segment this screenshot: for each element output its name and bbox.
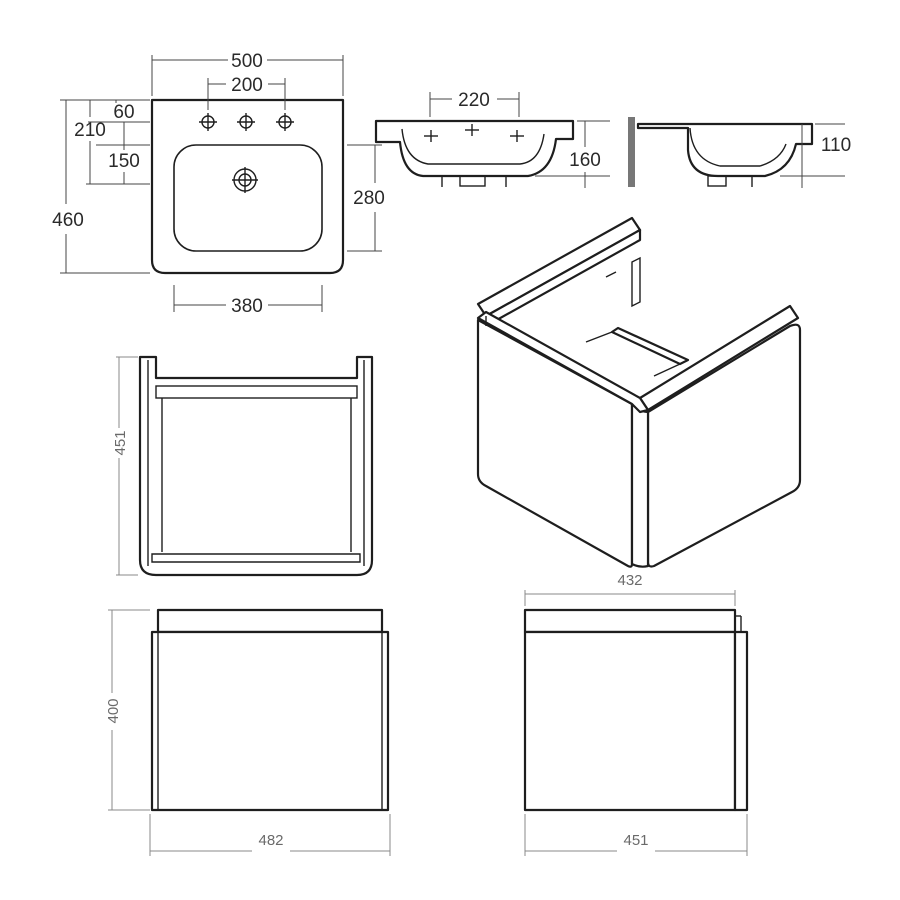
unit-side-top: [523, 608, 737, 634]
dim-lip-height: 110: [821, 135, 851, 156]
iso-front-face: [646, 323, 802, 568]
dim-unit-height: 400: [105, 698, 122, 723]
dim-tap-offset: 210: [74, 120, 106, 141]
basin-front-inner: [401, 128, 545, 165]
unit-front-body: [150, 630, 390, 812]
basin-top-view: 500 200 460 210 60 150 280: [52, 51, 385, 317]
unit-open-outline: [138, 355, 374, 577]
dim-basin-height: 160: [569, 150, 601, 171]
unit-open-front-view: 451: [112, 355, 374, 577]
dim-back-margin: 60: [113, 102, 134, 123]
basin-top-outline: [150, 98, 345, 275]
unit-front-top: [156, 608, 384, 634]
drain-icon: [232, 167, 258, 193]
basin-side-waste: [707, 175, 727, 187]
iso-corner-strip: [630, 402, 650, 568]
unit-side-front-panel: [733, 630, 749, 812]
tap-hole-center-icon: [237, 113, 255, 131]
unit-side-body: [523, 630, 737, 812]
dim-open-height: 451: [112, 430, 129, 455]
iso-back-rail: [476, 216, 642, 318]
tap-hole-right-icon: [276, 113, 294, 131]
unit-open-rail: [155, 385, 358, 399]
dim-side-top-width: 432: [617, 572, 642, 589]
dim-bowl-length: 280: [353, 188, 385, 209]
dim-unit-width: 482: [258, 832, 283, 849]
wall-hatch: [628, 117, 635, 187]
dim-bowl-width: 380: [231, 296, 263, 317]
overflow-hole-right-icon: [510, 130, 524, 142]
dim-depth-total: 460: [52, 210, 84, 231]
dim-overflow-span: 220: [458, 90, 490, 111]
dim-bowl-depth: 150: [108, 151, 140, 172]
basin-side-outline: [636, 122, 814, 178]
overflow-hole-center-icon: [465, 124, 479, 136]
dim-side-depth: 451: [623, 832, 648, 849]
basin-front-view: 220 160: [374, 90, 610, 188]
tap-hole-left-icon: [199, 113, 217, 131]
basin-front-waste: [459, 175, 486, 187]
unit-front-view: 400 482: [105, 608, 391, 856]
dim-basin-width: 500: [231, 51, 263, 72]
basin-front-outline: [374, 119, 575, 178]
unit-side-view: 432 451: [523, 572, 749, 856]
dim-tap-span: 200: [231, 75, 263, 96]
unit-isometric-view: [476, 216, 802, 568]
basin-side-view: 110: [628, 117, 851, 188]
overflow-hole-left-icon: [424, 130, 438, 142]
basin-bowl-outline: [173, 144, 323, 252]
